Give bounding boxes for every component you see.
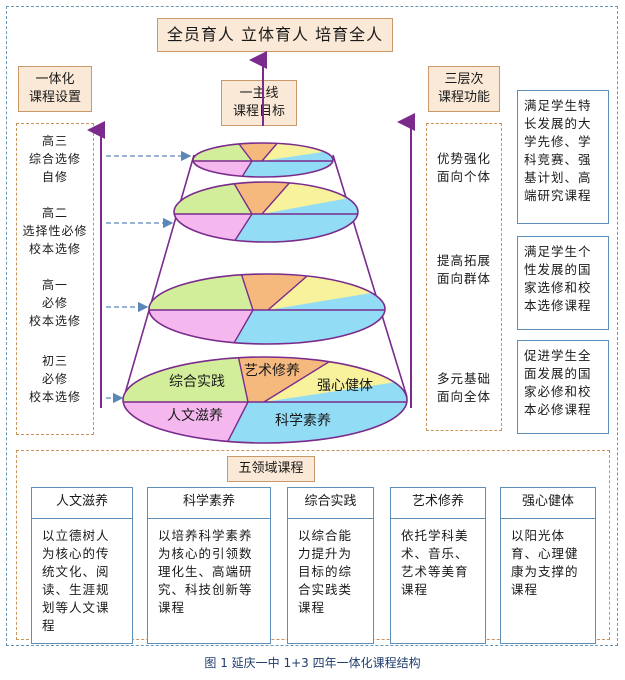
domain-kexue-desc: 以培养科学素养为核心的引领数理化生、高端研究、科技创新等课程 <box>147 519 271 644</box>
grade-senior1-line-2: 必修 <box>41 296 68 310</box>
left-title: 一体化 课程设置 <box>18 66 92 112</box>
function-individual-desc: 满足学生特长发展的大学先修、学科竞赛、强基计划、高端研究课程 <box>517 90 609 224</box>
domains-title: 五领域课程 <box>227 456 315 482</box>
function-all-line-1: 多元基础 <box>436 371 491 386</box>
label-yishu: 艺术修养 <box>244 363 300 379</box>
domain-renwen-desc: 以立德树人为核心的传统文化、阅读、生涯规划等人文课程 <box>31 519 133 644</box>
layer-senior2-dividers <box>174 182 358 242</box>
domain-zonghe-desc: 以综合能力提升为目标的综合实践类课程 <box>287 519 374 644</box>
grade-senior2-line-2: 选择性必修 <box>22 224 88 238</box>
label-renwen: 人文滋养 <box>167 408 223 424</box>
cone-left-edge <box>123 154 195 398</box>
grades-panel <box>16 123 94 435</box>
functions-panel <box>426 123 502 431</box>
grade-junior3-name: 初三 <box>41 354 68 368</box>
center-title-line-2: 课程目标 <box>232 104 285 119</box>
domain-zonghe-name: 综合实践 <box>287 487 374 519</box>
domain-zonghe: 综合实践 以综合能力提升为目标的综合实践类课程 <box>287 487 374 644</box>
layer-senior1-ellipse <box>149 274 385 344</box>
right-title-line-2: 课程功能 <box>437 90 490 105</box>
domain-renwen-name: 人文滋养 <box>31 487 133 519</box>
grade-senior3-name: 高三 <box>41 134 68 148</box>
grade-senior2-name: 高二 <box>41 206 68 220</box>
grade-senior1-name: 高一 <box>41 278 68 292</box>
function-group-label: 提高拓展 面向群体 <box>428 252 500 288</box>
domain-yishu-desc: 依托学科美术、音乐、艺术等美育课程 <box>390 519 486 644</box>
domain-yishu-name: 艺术修养 <box>390 487 486 519</box>
domain-renwen: 人文滋养 以立德树人为核心的传统文化、阅读、生涯规划等人文课程 <box>31 487 133 644</box>
grade-senior2: 高二 选择性必修 校本选修 <box>18 204 92 258</box>
function-individual-label: 优势强化 面向个体 <box>428 150 500 186</box>
grade-senior3: 高三 综合选修 自修 <box>18 132 92 186</box>
function-group-line-1: 提高拓展 <box>436 253 491 268</box>
label-kexue: 科学素养 <box>275 413 331 429</box>
layer-senior1-dividers <box>149 274 385 344</box>
right-title: 三层次 课程功能 <box>428 66 500 112</box>
domain-qiangxin-desc: 以阳光体育、心理健康为支撑的课程 <box>500 519 596 644</box>
center-title: 一主线 课程目标 <box>221 80 297 126</box>
grade-senior1: 高一 必修 校本选修 <box>18 276 92 330</box>
left-title-line-2: 课程设置 <box>28 90 81 105</box>
label-zonghe: 综合实践 <box>169 374 225 390</box>
grade-junior3-line-2: 必修 <box>41 372 68 386</box>
label-qiangxin: 强心健体 <box>317 378 373 394</box>
layer-senior3-ellipse <box>193 143 333 177</box>
grade-senior3-line-3: 自修 <box>41 170 68 184</box>
grade-junior3-line-3: 校本选修 <box>28 390 81 404</box>
right-title-line-1: 三层次 <box>444 72 484 87</box>
function-individual-line-1: 优势强化 <box>436 151 491 166</box>
domain-qiangxin-name: 强心健体 <box>500 487 596 519</box>
grade-senior3-line-2: 综合选修 <box>28 152 81 166</box>
figure-caption: 图 1 延庆一中 1+3 四年一体化课程结构 <box>204 656 421 670</box>
function-individual-line-2: 面向个体 <box>436 169 491 184</box>
domain-kexue-name: 科学素养 <box>147 487 271 519</box>
left-title-line-1: 一体化 <box>35 72 75 87</box>
grade-senior2-line-3: 校本选修 <box>28 242 81 256</box>
domain-kexue: 科学素养 以培养科学素养为核心的引领数理化生、高端研究、科技创新等课程 <box>147 487 271 644</box>
domain-yishu: 艺术修养 依托学科美术、音乐、艺术等美育课程 <box>390 487 486 644</box>
function-all-desc: 促进学生全面发展的国家必修和校本必修课程 <box>517 340 609 434</box>
grade-junior3: 初三 必修 校本选修 <box>18 352 92 406</box>
layer-senior2-ellipse <box>174 182 358 242</box>
top-title: 全员育人 立体育人 培育全人 <box>157 18 393 52</box>
course-structure-diagram: 综合实践 艺术修养 强心健体 人文滋养 科学素养 <box>87 51 415 444</box>
cone-right-edge <box>332 154 408 398</box>
function-all-label: 多元基础 面向全体 <box>428 370 500 406</box>
function-all-line-2: 面向全体 <box>436 389 491 404</box>
domain-qiangxin: 强心健体 以阳光体育、心理健康为支撑的课程 <box>500 487 596 644</box>
function-group-desc: 满足学生个性发展的国家选修和校本选修课程 <box>517 236 609 330</box>
outer-frame <box>6 6 618 646</box>
layer-junior3-dividers <box>123 357 407 443</box>
function-group-line-2: 面向群体 <box>436 271 491 286</box>
center-title-line-1: 一主线 <box>239 86 279 101</box>
grade-senior1-line-3: 校本选修 <box>28 314 81 328</box>
